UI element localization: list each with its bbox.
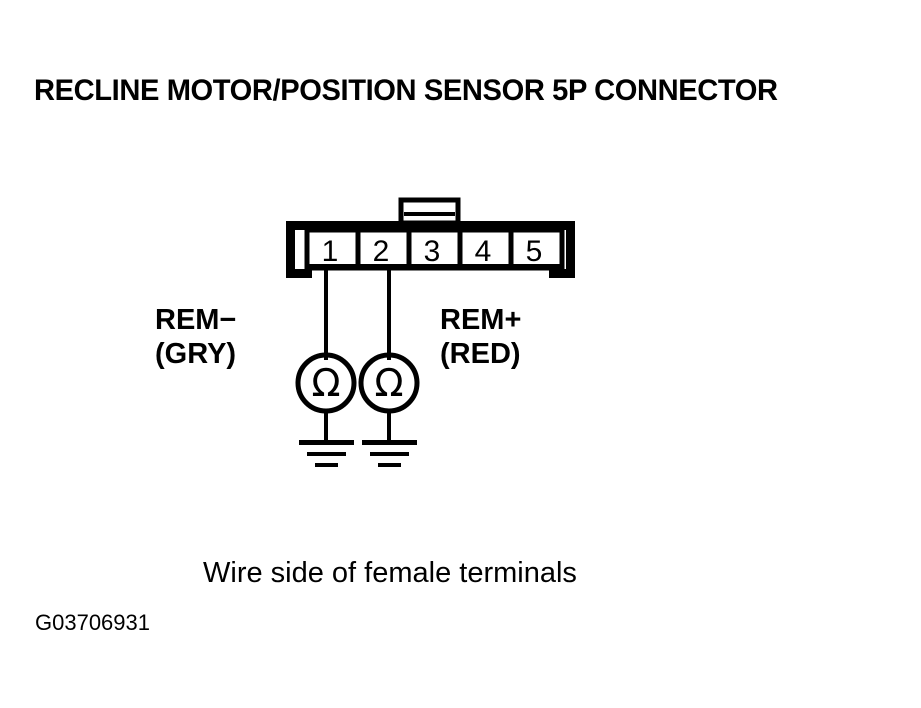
wire-label-rem-plus-color: (RED) — [440, 338, 521, 371]
housing-right-foot — [549, 269, 575, 278]
ground-2-bar-2 — [370, 452, 409, 456]
diagram-caption: Wire side of female terminals — [203, 557, 577, 589]
figure-id-label: G03706931 — [35, 610, 150, 635]
ohmmeter-1-symbol: Ω — [311, 361, 340, 405]
housing-top-rail — [286, 221, 575, 230]
housing-right-flange — [566, 221, 575, 278]
ground-2-bar-1 — [362, 440, 417, 445]
ground-symbol-1 — [299, 440, 354, 467]
wire-label-rem-minus-color: (GRY) — [155, 338, 237, 371]
ohmmeter-1: Ω — [295, 352, 357, 467]
ground-1-bar-1 — [299, 440, 354, 445]
wire-label-rem-minus: REM− (GRY) — [155, 303, 236, 371]
ohmmeter-2: Ω — [358, 352, 420, 467]
connector-locking-tab — [398, 197, 461, 226]
pin-number-2: 2 — [373, 235, 390, 268]
pin-number-4: 4 — [475, 235, 492, 268]
pin-number-1: 1 — [322, 235, 339, 268]
ground-1-bar-2 — [307, 452, 346, 456]
connector-housing: 1 2 3 4 5 — [286, 197, 575, 278]
housing-bottom-rail — [307, 264, 562, 270]
pin-number-3: 3 — [424, 235, 441, 268]
locking-tab-outline — [398, 197, 461, 226]
ground-symbol-2 — [362, 440, 417, 467]
ground-2-bar-3 — [378, 463, 401, 467]
pin-number-5: 5 — [526, 235, 543, 268]
housing-left-flange — [286, 221, 295, 278]
housing-left-foot — [286, 269, 312, 278]
ohmmeter-2-symbol: Ω — [374, 361, 403, 405]
page-title: RECLINE MOTOR/POSITION SENSOR 5P CONNECT… — [34, 74, 778, 107]
wire-label-rem-plus-name: REM+ — [440, 304, 522, 336]
wire-label-rem-minus-name: REM− — [155, 304, 237, 336]
wire-label-rem-plus: REM+ (RED) — [440, 303, 521, 371]
ground-1-bar-3 — [315, 463, 338, 467]
